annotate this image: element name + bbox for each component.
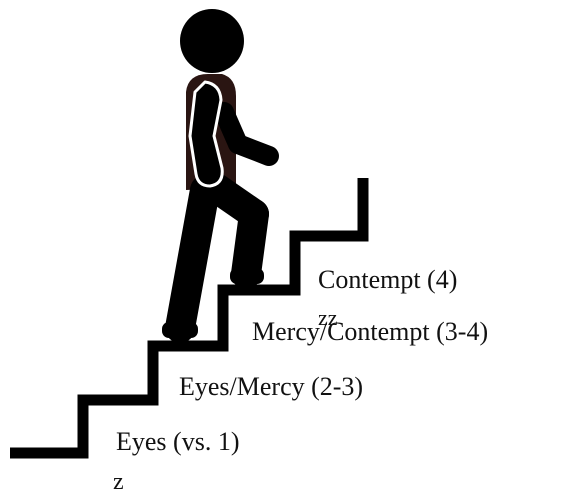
rear-leg-icon [180,190,205,328]
front-foot-icon [230,268,264,284]
step-label-eyes-mercy: Eyes/Mercy (2-3) [179,374,363,400]
far-forearm-icon [238,144,269,156]
front-shin-icon [246,214,254,274]
step-label-mercy-contempt: Mercy/Contempt (3-4) [252,319,488,345]
step-label-eyes: Eyes (vs. 1) [116,429,239,455]
step-label-contempt: Contempt (4) [318,267,457,293]
rear-foot-icon [162,322,198,338]
stray-mark-zz: zz [318,307,338,329]
stray-mark-z: z [113,470,124,494]
head-icon [180,9,244,73]
